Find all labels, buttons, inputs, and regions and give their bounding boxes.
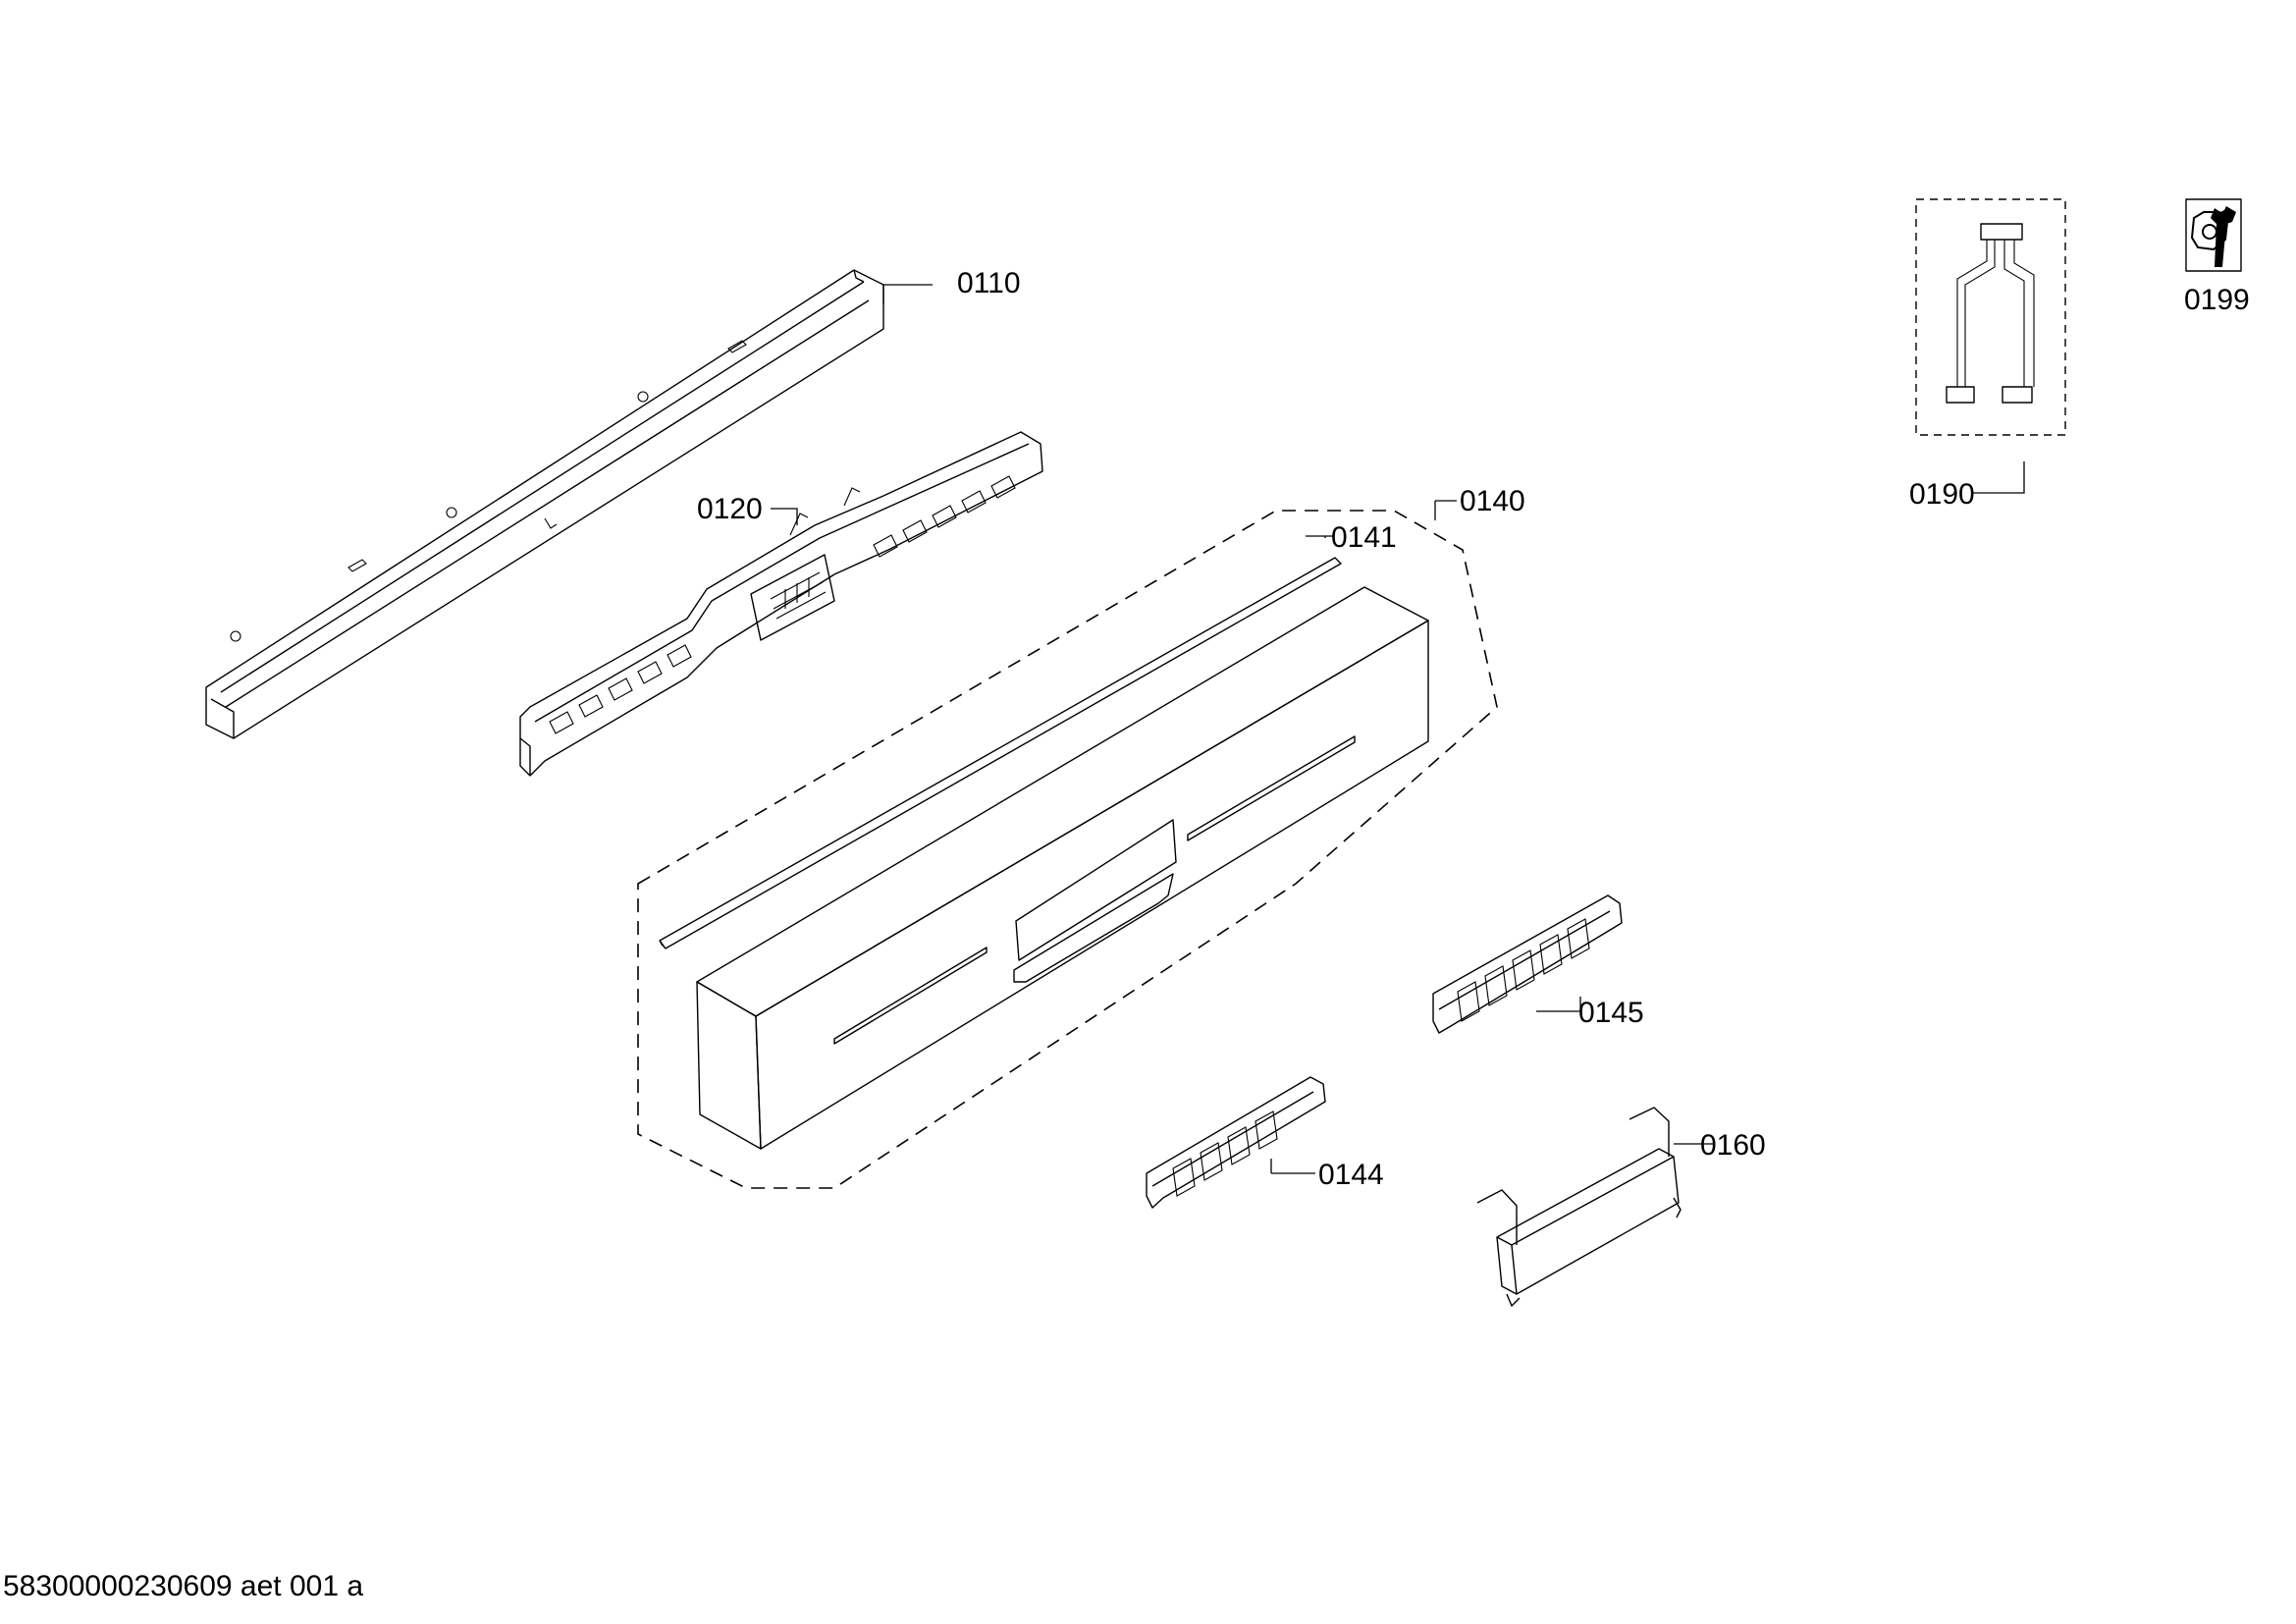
part-0145-button-strip[interactable] (1432, 894, 1623, 1034)
callout-0110: 0110 (957, 267, 1021, 299)
part-0140-control-panel-fascia[interactable] (696, 586, 1429, 1150)
nut-and-wrench-icon (2190, 206, 2236, 267)
part-0199-service-kit[interactable] (2185, 198, 2242, 272)
part-0144-button-strip[interactable] (1146, 1076, 1326, 1209)
callout-0199: 0199 (2184, 284, 2250, 316)
callout-0120: 0120 (697, 493, 763, 525)
callout-0190: 0190 (1909, 478, 1975, 511)
part-0141-seal-strip[interactable] (659, 557, 1342, 949)
leader-lines (771, 284, 2025, 1174)
callout-0160: 0160 (1700, 1129, 1766, 1162)
part-0120-control-module[interactable] (519, 431, 1043, 777)
document-id: 58300000230609 aet 001 a (3, 1570, 363, 1602)
callout-0144: 0144 (1318, 1159, 1384, 1191)
callout-0141: 0141 (1331, 521, 1397, 554)
callout-0140: 0140 (1460, 485, 1525, 517)
part-0160-handle-cover[interactable] (1476, 1107, 1682, 1307)
part-0190-wiring-harness[interactable] (1915, 198, 2066, 436)
callout-0145: 0145 (1578, 997, 1644, 1029)
part-0140-assembly-boundary[interactable] (637, 510, 1498, 1189)
part-0110-rail[interactable] (205, 269, 884, 739)
